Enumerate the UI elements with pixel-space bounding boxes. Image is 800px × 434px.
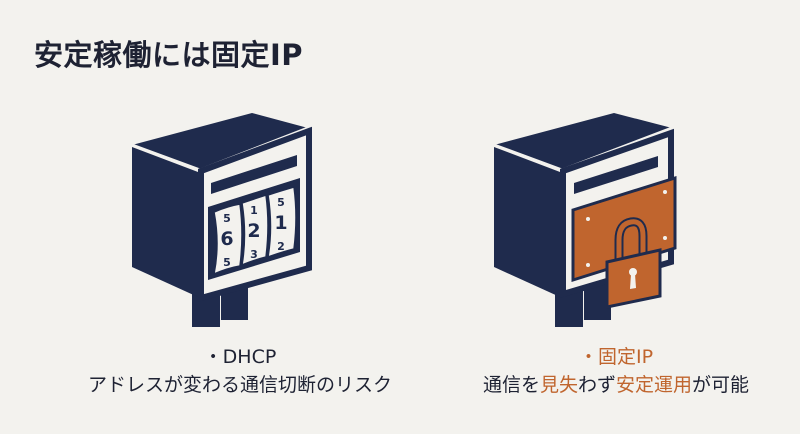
svg-text:5: 5 — [223, 256, 231, 269]
padlock-icon — [605, 217, 662, 309]
fixed-ip-caption: ・固定IP 通信を見失わず安定運用が可能 — [436, 344, 796, 400]
svg-text:1: 1 — [250, 204, 258, 217]
svg-text:1: 1 — [274, 212, 287, 234]
number-dial: 5 1 5 6 2 1 5 3 2 — [212, 186, 297, 276]
fixed-ip-heading: ・固定IP — [578, 346, 654, 368]
dhcp-heading: ・DHCP — [203, 346, 277, 368]
svg-text:5: 5 — [277, 196, 285, 209]
desc-part: わず — [577, 374, 616, 396]
desc-part: 通信を — [482, 374, 540, 396]
svg-text:2: 2 — [277, 240, 285, 253]
fixed-ip-description: 通信を見失わず安定運用が可能 — [436, 370, 796, 400]
desc-highlight: 安定運用 — [616, 374, 693, 396]
svg-text:3: 3 — [250, 248, 258, 261]
fixed-ip-locked-box-icon — [493, 113, 677, 327]
desc-part: が可能 — [692, 374, 750, 396]
svg-text:2: 2 — [247, 220, 260, 242]
dhcp-caption: ・DHCP アドレスが変わる通信切断のリスク — [60, 344, 420, 400]
desc-highlight: 見失 — [539, 374, 578, 396]
dhcp-description: アドレスが変わる通信切断のリスク — [87, 374, 392, 396]
dhcp-dial-box-icon: 5 1 5 6 2 1 5 3 2 — [131, 113, 312, 327]
svg-text:6: 6 — [220, 228, 233, 250]
svg-text:5: 5 — [223, 212, 231, 225]
page-title: 安定稼働には固定IP — [34, 38, 304, 72]
